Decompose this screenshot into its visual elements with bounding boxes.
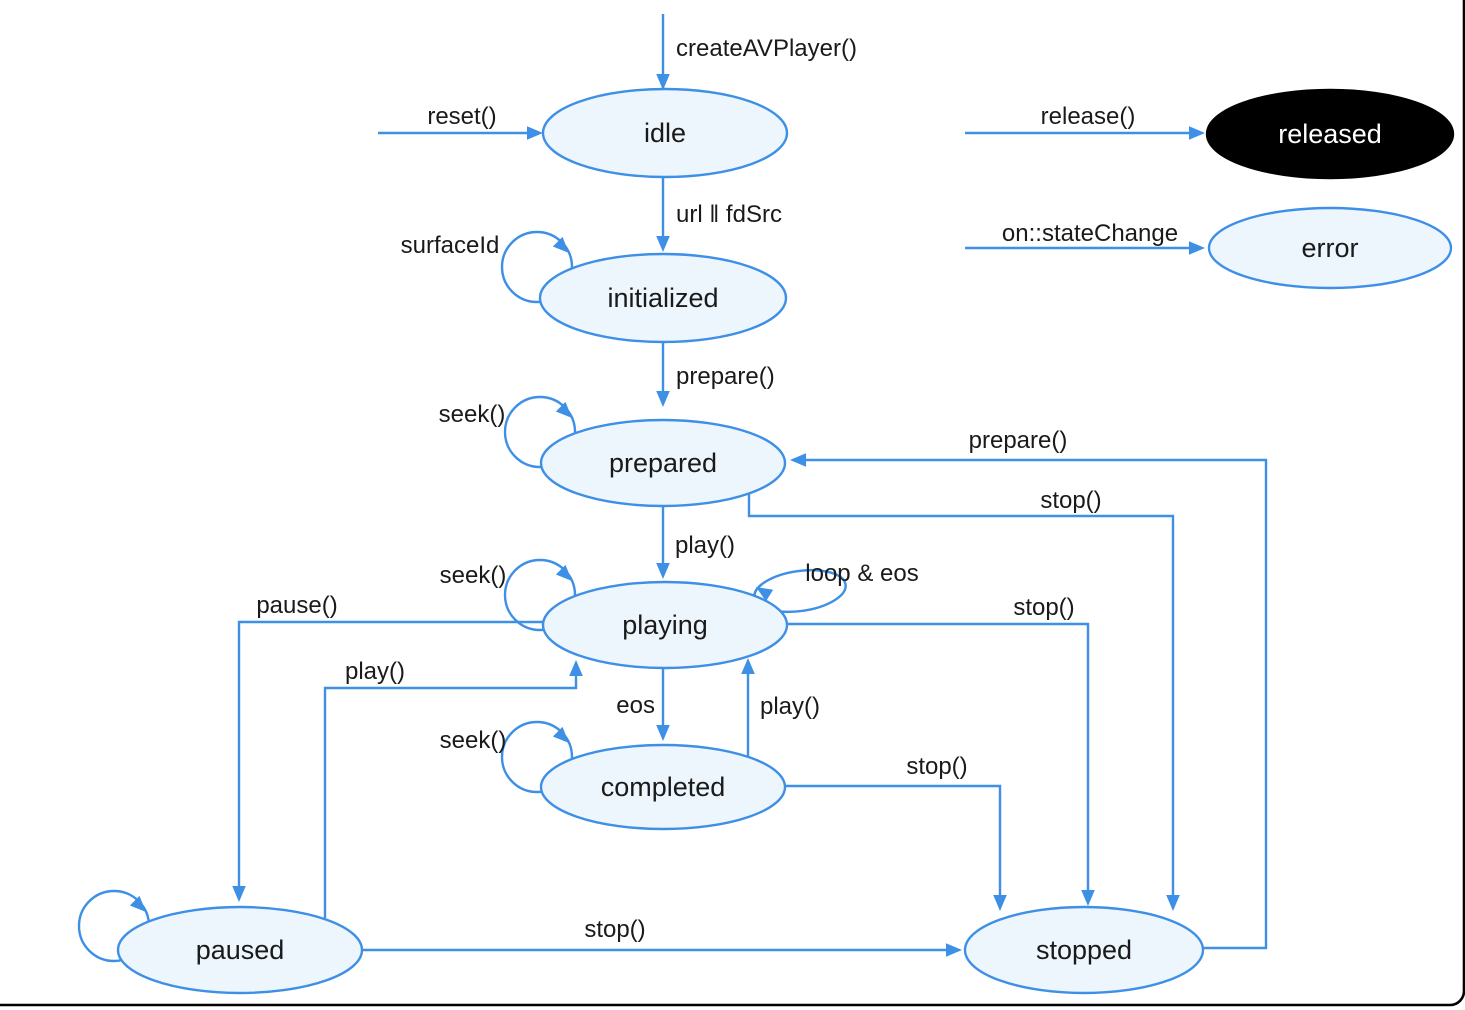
arrowhead-play-from-paused xyxy=(569,660,583,676)
arrowhead-createavplayer xyxy=(656,74,670,90)
label-seek-completed: seek() xyxy=(440,727,507,754)
edge-play-from-paused xyxy=(323,663,578,918)
label-eos: eos xyxy=(616,692,655,719)
arrowhead-stop-from-paused xyxy=(946,943,962,957)
arrowhead-play-from-completed xyxy=(741,658,755,674)
state-error-ellipse xyxy=(1207,206,1453,290)
state-playing-label: playing xyxy=(622,610,708,640)
arrowhead-stop-from-prepared xyxy=(1166,895,1180,911)
label-stop-from-paused: stop() xyxy=(584,916,645,943)
label-stop-from-prepared: stop() xyxy=(1040,487,1101,514)
arrowhead-stop-from-playing xyxy=(1081,890,1095,906)
state-initialized-label: initialized xyxy=(607,283,718,313)
label-seek-playing: seek() xyxy=(440,562,507,589)
edge-stop-from-prepared xyxy=(747,494,1175,908)
label-play-from-completed: play() xyxy=(760,693,820,720)
arrowhead-stop-from-completed xyxy=(993,895,1007,911)
edge-stop-from-completed xyxy=(785,784,1002,908)
edge-pause xyxy=(237,620,543,899)
label-pause: pause() xyxy=(256,592,337,619)
label-play-from-paused: play() xyxy=(345,658,405,685)
arrowhead-play xyxy=(656,563,670,579)
arrowhead-on-statechange xyxy=(1189,241,1205,255)
label-prepare-back: prepare() xyxy=(969,427,1068,454)
state-released-label: released xyxy=(1278,119,1382,149)
state-stopped-label: stopped xyxy=(1036,935,1132,965)
state-error-label: error xyxy=(1301,233,1358,263)
edge-prepare-back xyxy=(793,458,1268,950)
arrowhead-reset xyxy=(527,126,543,140)
state-playing-ellipse xyxy=(541,580,789,670)
label-reset: reset() xyxy=(427,103,496,130)
loop-surfaceid xyxy=(500,230,574,304)
state-paused-label: paused xyxy=(196,935,285,965)
label-surfaceid: surfaceId xyxy=(401,232,500,259)
label-release: release() xyxy=(1041,103,1136,130)
state-initialized-ellipse xyxy=(538,252,788,344)
state-completed-label: completed xyxy=(601,772,726,802)
state-paused-ellipse xyxy=(116,905,364,995)
arrowhead-prepare-back xyxy=(790,453,806,467)
state-stopped-ellipse xyxy=(963,905,1205,995)
edge-stop-from-playing xyxy=(787,622,1090,903)
state-prepared-label: prepared xyxy=(609,448,717,478)
loop-seek-completed xyxy=(500,720,574,794)
label-createavplayer: createAVPlayer() xyxy=(676,35,857,62)
state-completed-ellipse xyxy=(539,743,787,831)
arrowhead-release xyxy=(1189,126,1205,140)
label-seek-prepared: seek() xyxy=(439,401,506,428)
label-loop-and-eos: loop & eos xyxy=(805,560,918,587)
label-stop-from-completed: stop() xyxy=(906,753,967,780)
label-play: play() xyxy=(675,532,735,559)
state-idle-label: idle xyxy=(644,118,686,148)
state-idle-ellipse xyxy=(541,87,789,179)
arrowhead-prepare xyxy=(656,391,670,407)
arrowhead-url-fdsrc xyxy=(656,236,670,252)
label-stop-from-playing: stop() xyxy=(1013,594,1074,621)
state-released-ellipse xyxy=(1205,88,1455,180)
label-url-fdsrc: url ‖ fdSrc xyxy=(676,201,782,228)
arrowhead-eos xyxy=(656,725,670,741)
arrowhead-pause xyxy=(232,886,246,902)
label-on-statechange: on::stateChange xyxy=(1002,220,1178,247)
label-prepare: prepare() xyxy=(676,363,775,390)
state-prepared-ellipse xyxy=(539,418,787,508)
